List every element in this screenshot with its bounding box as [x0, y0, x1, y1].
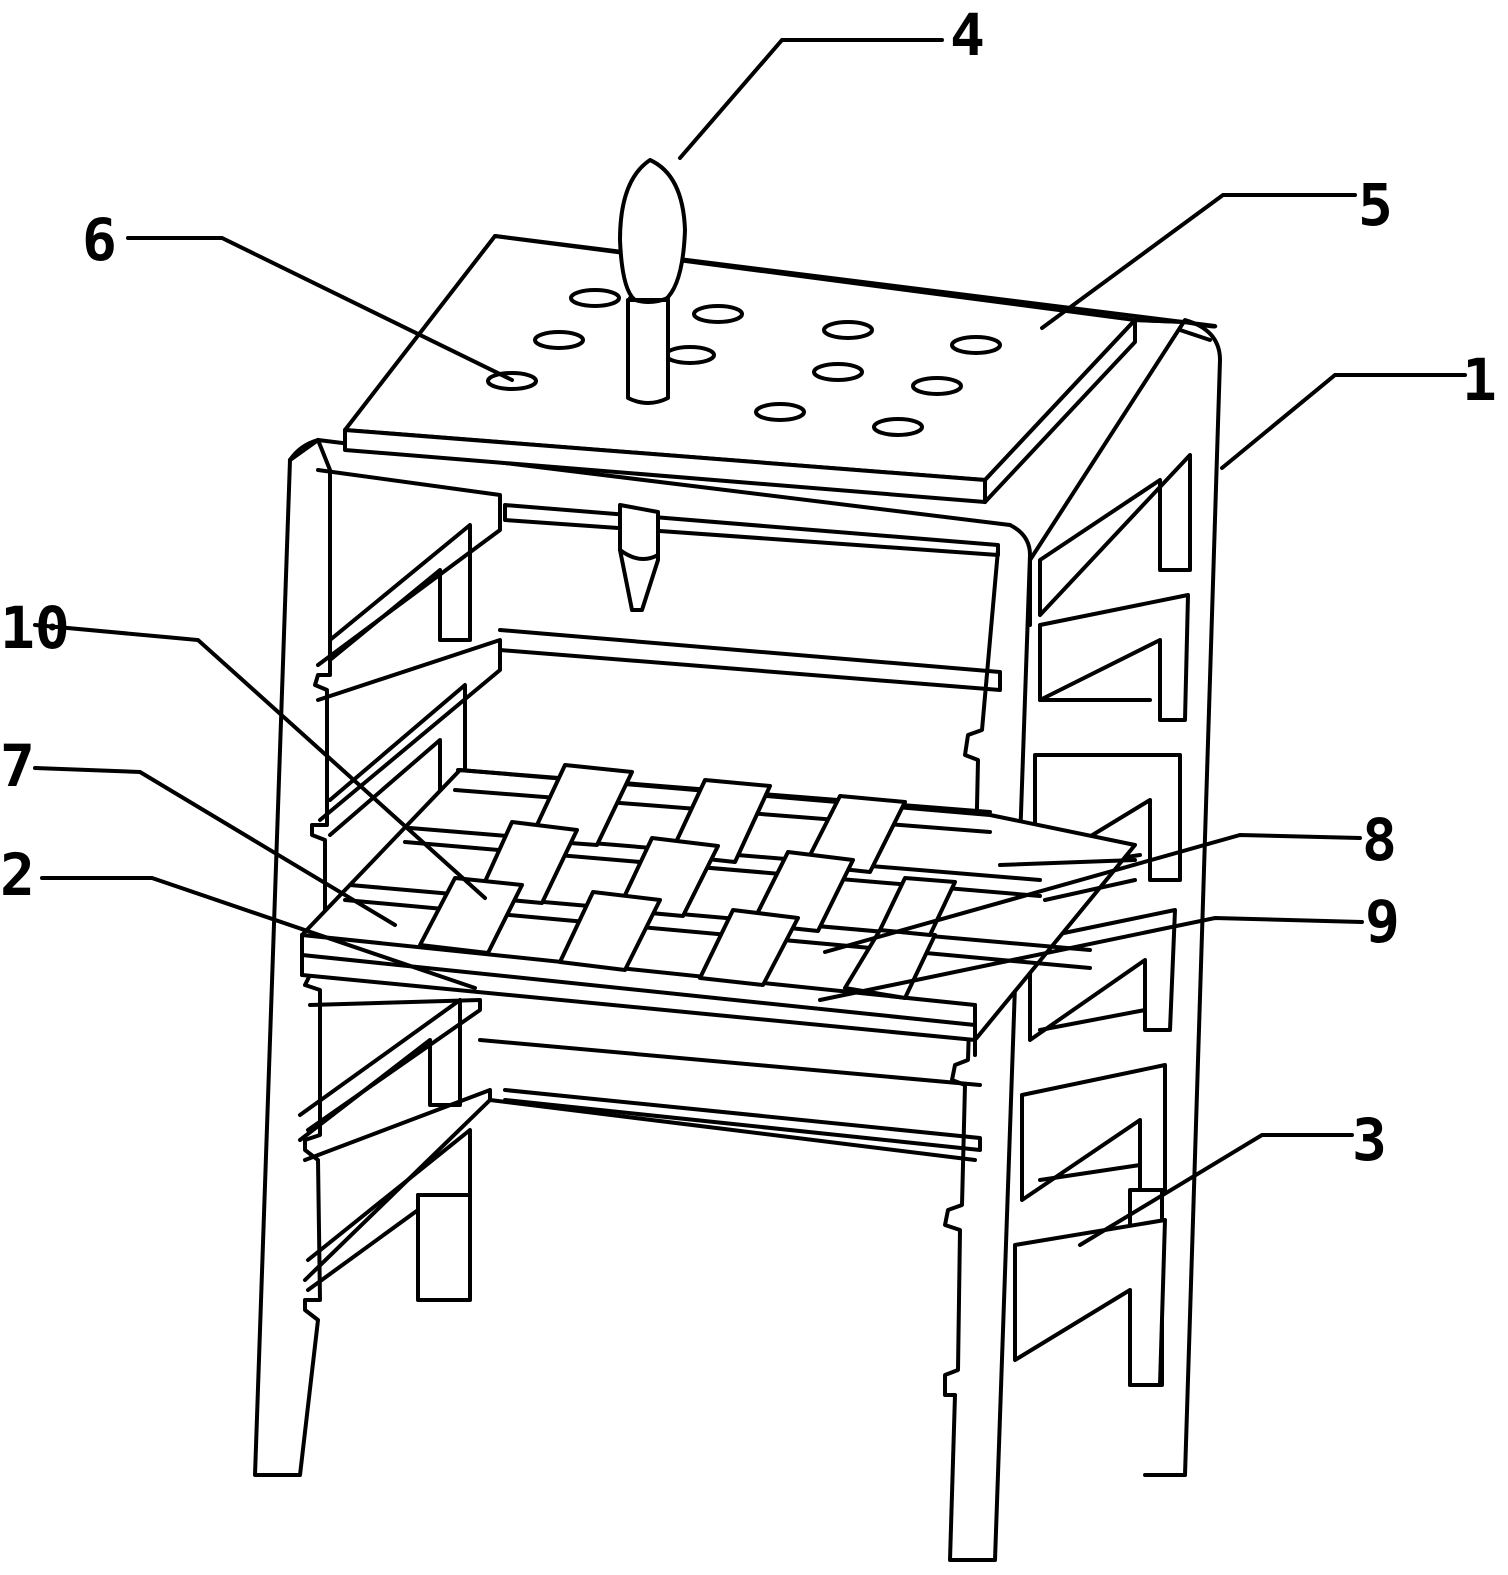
top-plate: [343, 234, 1218, 504]
hole: [533, 330, 585, 350]
leader-7: [33, 766, 397, 927]
callout-1: 1: [1462, 346, 1497, 414]
leader-10: [33, 623, 487, 900]
dropper: [618, 158, 687, 612]
callout-4: 4: [950, 1, 985, 69]
hole: [664, 345, 716, 365]
leader-4: [678, 38, 944, 160]
slat: [750, 850, 855, 933]
leader-2: [40, 876, 477, 990]
back-left-post: [416, 1193, 472, 1302]
tray: [300, 763, 1137, 1057]
leader-1: [1220, 373, 1467, 470]
left-side-frame: [253, 438, 332, 1477]
dropper-bulb: [618, 158, 687, 302]
hole: [872, 417, 924, 437]
slat: [558, 890, 662, 972]
plate-holes: [486, 288, 1002, 437]
hole: [822, 320, 874, 340]
slat: [528, 763, 634, 847]
callout-labels: 4 5 6 1 10 7 8 2 9 3: [0, 1, 1497, 1174]
hole: [950, 335, 1002, 355]
hole: [812, 362, 864, 382]
hole: [692, 304, 744, 324]
leader-5: [1040, 193, 1357, 330]
tray-rail: [998, 858, 1137, 867]
slat: [418, 876, 524, 955]
leader-lines: [33, 38, 1467, 1247]
slat: [698, 908, 800, 987]
right-front-post: [943, 548, 1032, 1562]
hole: [754, 402, 806, 422]
callout-8: 8: [1362, 806, 1397, 874]
callout-5: 5: [1358, 171, 1393, 239]
leader-6: [126, 236, 514, 382]
dropper-tube: [626, 298, 670, 405]
callout-10: 10: [0, 594, 70, 662]
callout-2: 2: [0, 841, 35, 909]
leader-8: [823, 832, 1362, 954]
hole: [911, 376, 963, 396]
leader-9: [818, 915, 1364, 1002]
callout-3: 3: [1352, 1106, 1387, 1174]
frame: [253, 318, 1222, 1562]
hole: [569, 288, 621, 308]
callout-6: 6: [82, 206, 117, 274]
callout-7: 7: [0, 732, 35, 800]
front-frame: [288, 438, 320, 462]
callout-9: 9: [1365, 888, 1400, 956]
tray-rail: [1043, 878, 1137, 902]
leader-3: [1078, 1133, 1354, 1247]
